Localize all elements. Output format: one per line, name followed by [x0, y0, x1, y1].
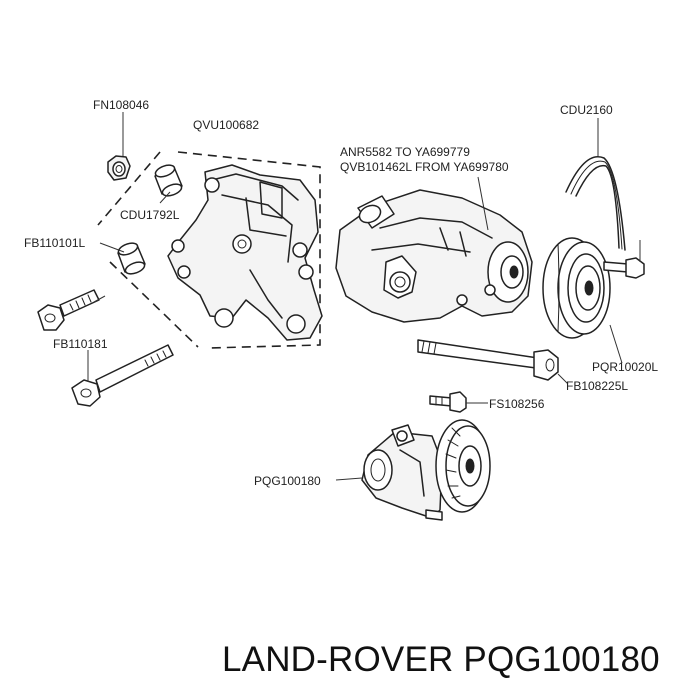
footer-part-number: PQG100180 [463, 640, 660, 679]
label-qvu100682: QVU100682 [193, 118, 260, 132]
label-fn108046: FN108046 [93, 98, 150, 112]
drive-belt-cdu2160 [565, 156, 626, 251]
pulley-bolt [603, 257, 645, 279]
label-cdu2160: CDU2160 [560, 103, 613, 117]
spacer-lower [117, 242, 146, 275]
bolt-fs108256 [429, 391, 467, 413]
label-cdu1792l: CDU1792L [120, 208, 180, 222]
bracket-qvu100682 [167, 164, 323, 341]
label-pqr10020l: PQR10020L [592, 360, 659, 374]
bolt-fb110181 [71, 344, 174, 407]
footer-caption: LAND-ROVER PQG100180 [222, 640, 660, 680]
nut-fn108046 [107, 155, 131, 181]
bolt-fb108225l [417, 339, 559, 381]
label-qvb101462l: QVB101462L FROM YA699780 [340, 160, 509, 174]
pulley-pqr10020l [542, 237, 611, 339]
label-fb110181: FB110181 [53, 337, 108, 351]
label-fs108256: FS108256 [489, 397, 545, 411]
belt-tensioner-pqg100180 [361, 419, 491, 521]
spacer-upper [154, 164, 183, 197]
label-fb110101l: FB110101L [24, 236, 86, 250]
power-steering-pump [335, 189, 533, 323]
bolt-fb110101l [37, 289, 100, 331]
footer-brand: LAND-ROVER [222, 640, 454, 679]
label-pqg100180: PQG100180 [254, 474, 321, 488]
label-anr5582: ANR5582 TO YA699779 [340, 145, 470, 159]
label-fb108225l: FB108225L [566, 379, 629, 393]
leader-lines [87, 112, 641, 481]
bracket-group-outline [97, 151, 321, 349]
